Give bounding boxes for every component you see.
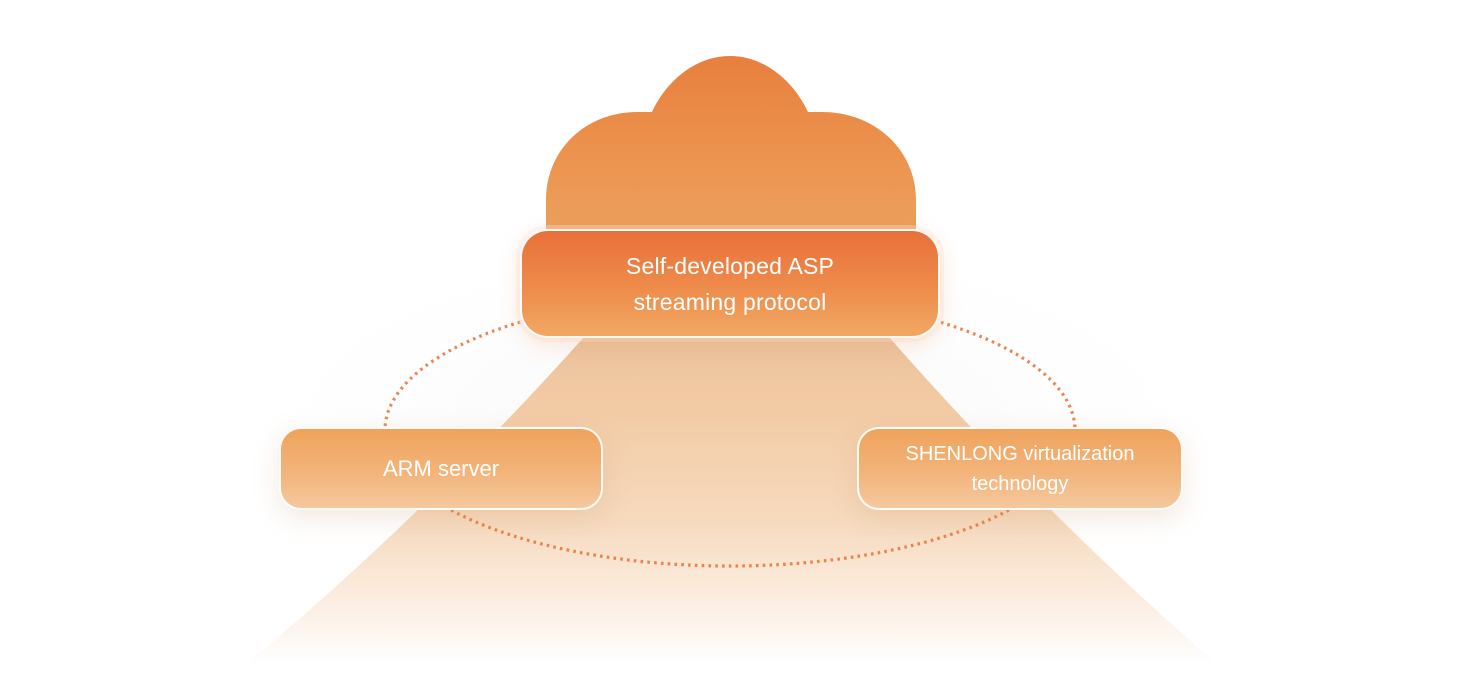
- node-shenlong-virtualization: SHENLONG virtualization technology: [857, 427, 1183, 510]
- node-arm-server: ARM server: [279, 427, 603, 510]
- node-right-line2: technology: [971, 472, 1069, 495]
- node-right-line1: SHENLONG virtualization: [905, 442, 1135, 465]
- node-top-line2: streaming protocol: [633, 288, 827, 315]
- light-beam: [245, 336, 1218, 665]
- cloud-icon: [546, 56, 916, 236]
- node-asp-streaming-protocol: Self-developed ASP streaming protocol: [520, 229, 940, 338]
- node-left-label: ARM server: [382, 455, 500, 481]
- node-top-line1: Self-developed ASP: [625, 252, 835, 279]
